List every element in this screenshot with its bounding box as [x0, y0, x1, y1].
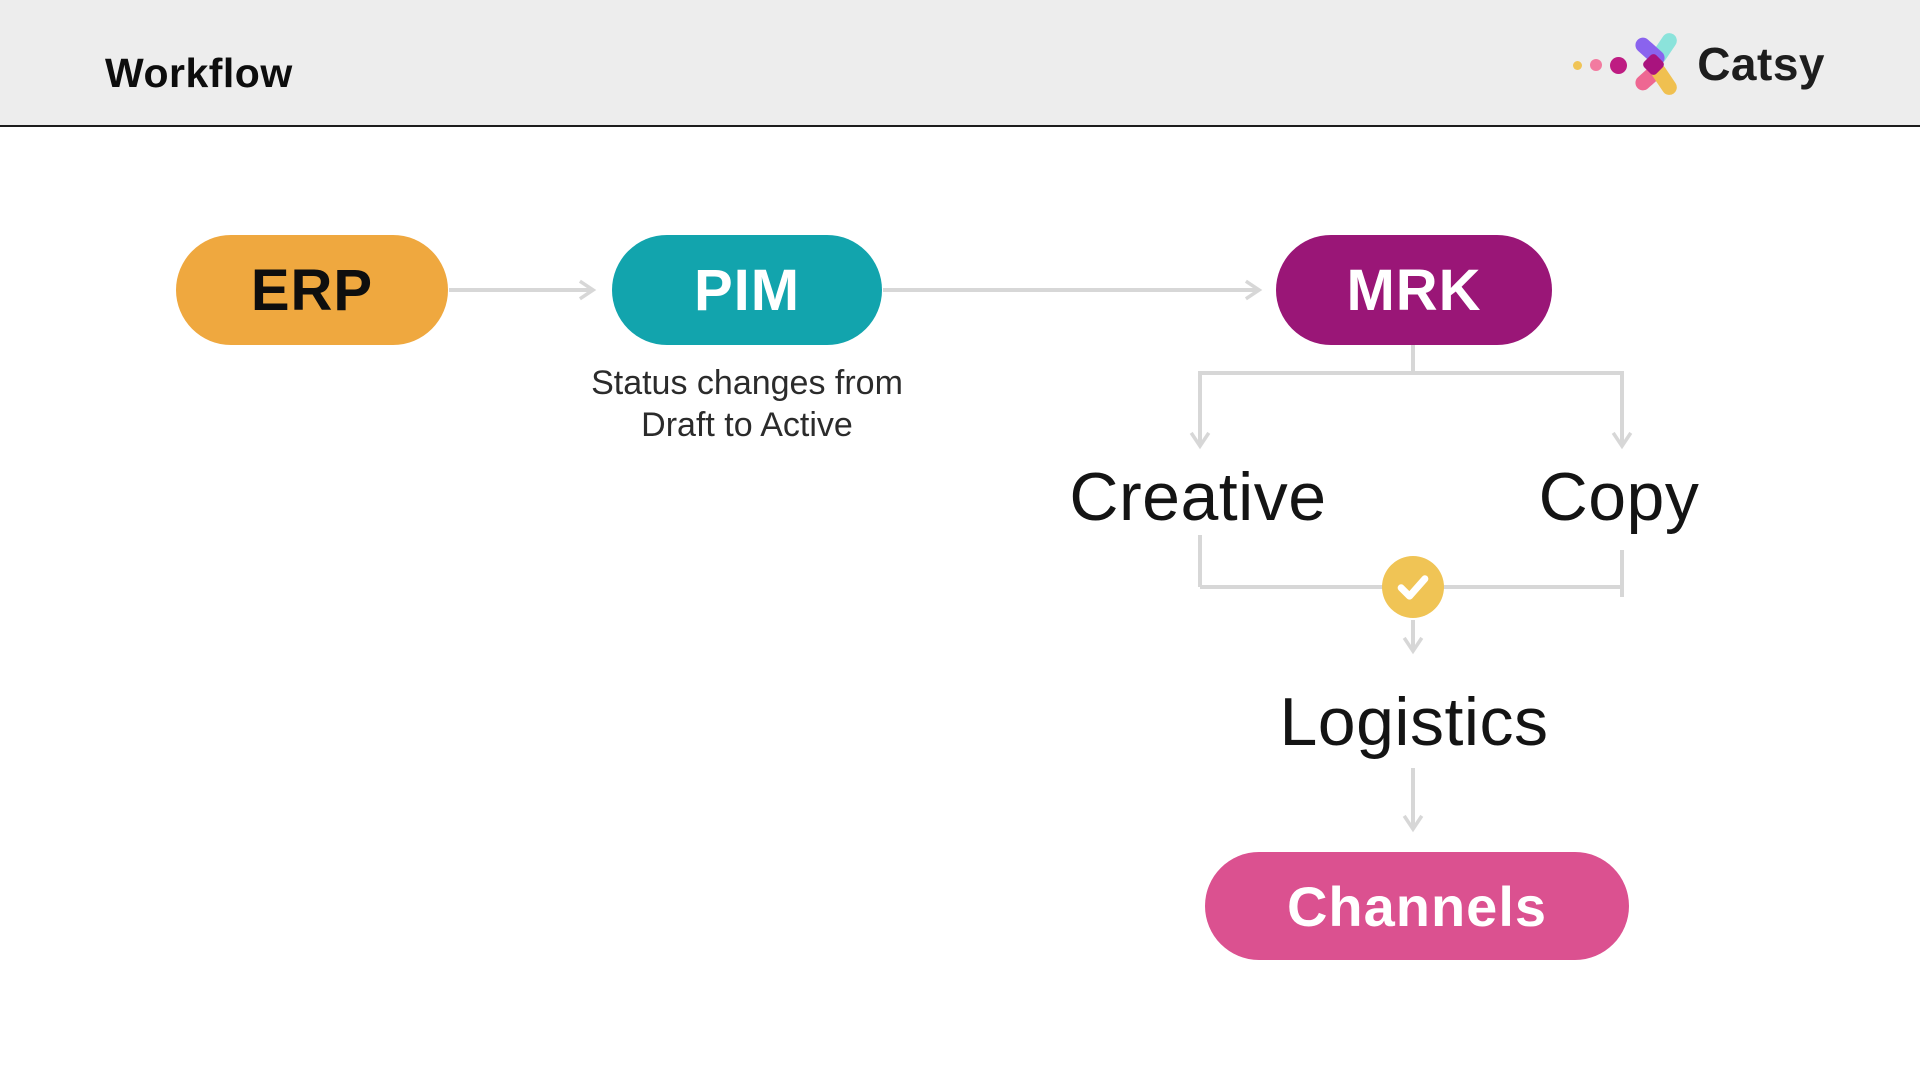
node-channels: Channels	[1205, 852, 1629, 960]
node-logistics: Logistics	[1279, 684, 1549, 760]
logo-dot-small	[1573, 61, 1583, 70]
catsy-logo: Catsy	[1573, 30, 1825, 98]
node-pim: PIM	[612, 235, 882, 345]
node-erp: ERP	[176, 235, 448, 345]
node-creative: Creative	[1069, 459, 1327, 535]
approval-check-badge	[1382, 556, 1444, 618]
logo-dot-medium	[1590, 59, 1603, 71]
header: Workflow Catsy	[0, 0, 1920, 127]
node-copy: Copy	[1538, 459, 1700, 535]
node-mrk: MRK	[1276, 235, 1552, 345]
logo-wordmark: Catsy	[1697, 38, 1825, 90]
catsy-petals-icon	[1573, 30, 1683, 98]
pim-status-caption: Status changes from Draft to Active	[591, 364, 903, 444]
checkmark-icon	[1397, 575, 1429, 600]
logo-dot-large	[1610, 57, 1628, 74]
page-title: Workflow	[105, 50, 293, 96]
